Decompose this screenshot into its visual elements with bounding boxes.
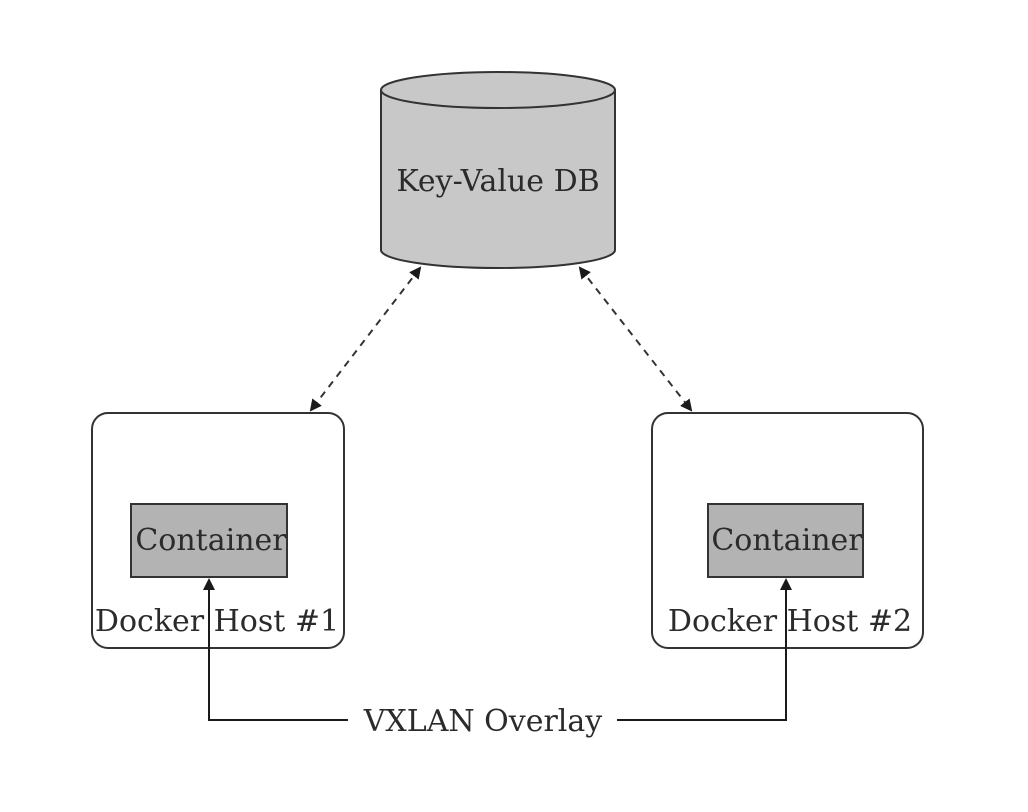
host-1-label: Docker Host #1 (95, 604, 339, 639)
db-body (380, 90, 616, 269)
host-1-container (130, 503, 288, 578)
overlay-link-right (617, 578, 792, 721)
db-top (380, 71, 616, 109)
host-2-container (707, 503, 864, 578)
docker-host-2: Container Docker Host #2 (651, 412, 924, 649)
overlay-label: VXLAN Overlay (363, 704, 603, 739)
db-label: Key-Value DB (396, 164, 599, 199)
docker-host-1: Container Docker Host #1 (91, 412, 345, 649)
host-1-container-label: Container (135, 523, 287, 558)
host-2-label: Docker Host #2 (668, 604, 912, 639)
key-value-db-cylinder: Key-Value DB (380, 71, 616, 269)
overlay-link-left (203, 578, 348, 721)
host-2-container-label: Container (711, 523, 863, 558)
db-host1-link (309, 266, 422, 412)
db-host2-link (578, 266, 693, 412)
